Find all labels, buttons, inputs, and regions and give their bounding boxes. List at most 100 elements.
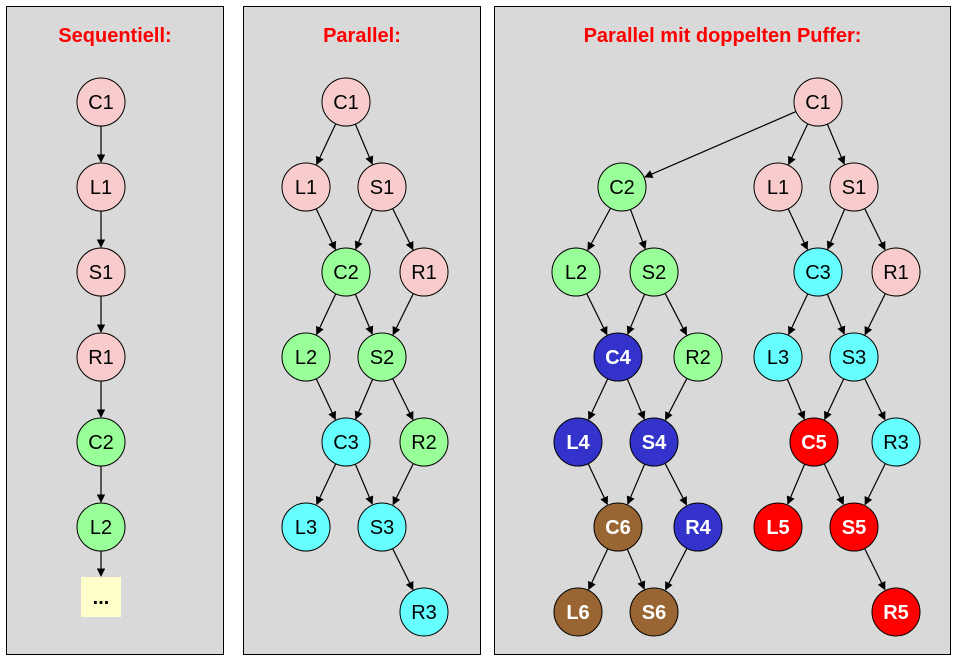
node-shape-p1-S1 xyxy=(76,247,126,297)
node-shape-p3-L1 xyxy=(753,162,803,212)
node-label-p3-L5: L5 xyxy=(766,517,789,539)
node-label-p2-L3: L3 xyxy=(295,517,317,539)
node-p3-C1: C1 xyxy=(793,77,843,127)
edge-p3-L4-to-p3-C6 xyxy=(587,463,608,506)
edge-p3-C2-to-p3-S2 xyxy=(629,209,647,250)
node-shape-p3-C4 xyxy=(593,332,643,382)
node-p2-R1: R1 xyxy=(399,247,449,297)
node-label-p3-L2: L2 xyxy=(565,262,587,284)
edge-p3-C2-to-p3-L2 xyxy=(587,207,612,251)
node-shape-p1-C2 xyxy=(76,417,126,467)
node-p3-R2: R2 xyxy=(673,332,723,382)
node-shape-p2-C2 xyxy=(321,247,371,297)
node-p2-S3: S3 xyxy=(357,502,407,552)
panel-parallel: Parallel: xyxy=(243,6,481,655)
node-label-p3-C6: C6 xyxy=(605,517,631,539)
node-shape-p2-L1 xyxy=(281,162,331,212)
node-p3-S4: S4 xyxy=(629,417,679,467)
node-label-p3-R2: R2 xyxy=(685,347,711,369)
node-p3-L1: L1 xyxy=(753,162,803,212)
edge-p3-S2-to-p3-C4 xyxy=(626,293,646,335)
node-p2-L2: L2 xyxy=(281,332,331,382)
node-p2-R3: R3 xyxy=(399,587,449,637)
node-shape-p2-C1 xyxy=(321,77,371,127)
edge-p2-L1-to-p2-C2 xyxy=(315,208,336,251)
node-p3-L3: L3 xyxy=(753,332,803,382)
node-shape-p3-S2 xyxy=(629,247,679,297)
edge-p2-C1-to-p2-L1 xyxy=(316,123,337,166)
node-label-p2-C3: C3 xyxy=(333,432,359,454)
node-label-p1-C2: C2 xyxy=(88,432,114,454)
node-label-p3-R1: R1 xyxy=(883,262,909,284)
node-label-p3-R3: R3 xyxy=(883,432,909,454)
node-shape-p3-L5 xyxy=(753,502,803,552)
edge-p3-C5-to-p3-S5 xyxy=(823,463,844,506)
node-label-p2-R2: R2 xyxy=(411,432,437,454)
node-shape-p3-C5 xyxy=(789,417,839,467)
edge-p2-C2-to-p2-L2 xyxy=(316,293,337,336)
node-label-p2-S2: S2 xyxy=(370,347,394,369)
edge-p2-S3-to-p2-R3 xyxy=(392,548,414,591)
node-label-p3-R4: R4 xyxy=(685,517,711,539)
node-shape-p3-S5 xyxy=(829,502,879,552)
node-shape-p3-R2 xyxy=(673,332,723,382)
node-label-p2-L1: L1 xyxy=(295,177,317,199)
edge-p3-S4-to-p3-R4 xyxy=(664,463,688,506)
edge-p3-C4-to-p3-S4 xyxy=(626,378,646,420)
edge-p3-C4-to-p3-L4 xyxy=(588,378,609,421)
node-shape-p3-R5 xyxy=(871,587,921,637)
node-shape-p3-S4 xyxy=(629,417,679,467)
node-label-p3-R5: R5 xyxy=(883,602,909,624)
node-label-p3-S1: S1 xyxy=(842,177,866,199)
panel-title-double-buffer: Parallel mit doppelten Puffer: xyxy=(583,25,862,47)
node-label-p1-L2: L2 xyxy=(90,517,112,539)
node-p3-C3: C3 xyxy=(793,247,843,297)
node-p3-L6: L6 xyxy=(553,587,603,637)
edge-p2-R1-to-p2-S2 xyxy=(392,293,414,336)
node-p2-C2: C2 xyxy=(321,247,371,297)
node-shape-p3-R3 xyxy=(871,417,921,467)
node-p3-S6: S6 xyxy=(629,587,679,637)
edge-p3-L2-to-p3-C4 xyxy=(586,293,608,336)
node-shape-p2-L3 xyxy=(281,502,331,552)
node-shape-p2-S1 xyxy=(357,162,407,212)
node-shape-p2-C3 xyxy=(321,417,371,467)
node-label-p3-S2: S2 xyxy=(642,262,666,284)
node-label-p1-L1: L1 xyxy=(90,177,112,199)
node-label-p2-S3: S3 xyxy=(370,517,394,539)
node-p3-L2: L2 xyxy=(551,247,601,297)
node-label-p2-S1: S1 xyxy=(370,177,394,199)
edge-p3-C6-to-p3-L6 xyxy=(588,548,609,591)
edge-p2-S2-to-p2-R2 xyxy=(392,378,414,421)
node-p3-R4: R4 xyxy=(673,502,723,552)
node-p2-S1: S1 xyxy=(357,162,407,212)
edge-p3-S2-to-p3-R2 xyxy=(664,293,688,336)
node-shape-p1-L1 xyxy=(76,162,126,212)
edge-p3-R2-to-p3-S4 xyxy=(664,378,688,421)
panel-parallel-double-buffer: Parallel mit doppelten Puffer: xyxy=(494,6,951,655)
node-shape-p3-R4 xyxy=(673,502,723,552)
edge-p3-S5-to-p3-R5 xyxy=(864,548,886,591)
node-p3-R5: R5 xyxy=(871,587,921,637)
edge-p3-C3-to-p3-L3 xyxy=(788,293,809,336)
edge-p3-S1-to-p3-R1 xyxy=(864,208,886,251)
edge-p3-S3-to-p3-R3 xyxy=(864,378,886,421)
edge-p3-C1-to-p3-C2 xyxy=(644,110,797,178)
node-label-p3-C2: C2 xyxy=(609,177,635,199)
node-shape-p3-C3 xyxy=(793,247,843,297)
edge-p3-R1-to-p3-S3 xyxy=(864,293,886,336)
edge-p3-R4-to-p3-S6 xyxy=(664,548,688,591)
node-p1-L2: L2 xyxy=(76,502,126,552)
panel-title-sequential: Sequentiell: xyxy=(58,25,172,47)
node-shape-p1-R1 xyxy=(76,332,126,382)
node-label-p3-C1: C1 xyxy=(805,92,831,114)
node-shape-p3-L4 xyxy=(553,417,603,467)
edge-p3-C6-to-p3-S6 xyxy=(626,548,646,590)
node-p1-C1: C1 xyxy=(76,77,126,127)
node-label-p3-L3: L3 xyxy=(767,347,789,369)
node-shape-p3-C2 xyxy=(597,162,647,212)
node-label-p2-R3: R3 xyxy=(411,602,437,624)
node-label-p3-C3: C3 xyxy=(805,262,831,284)
